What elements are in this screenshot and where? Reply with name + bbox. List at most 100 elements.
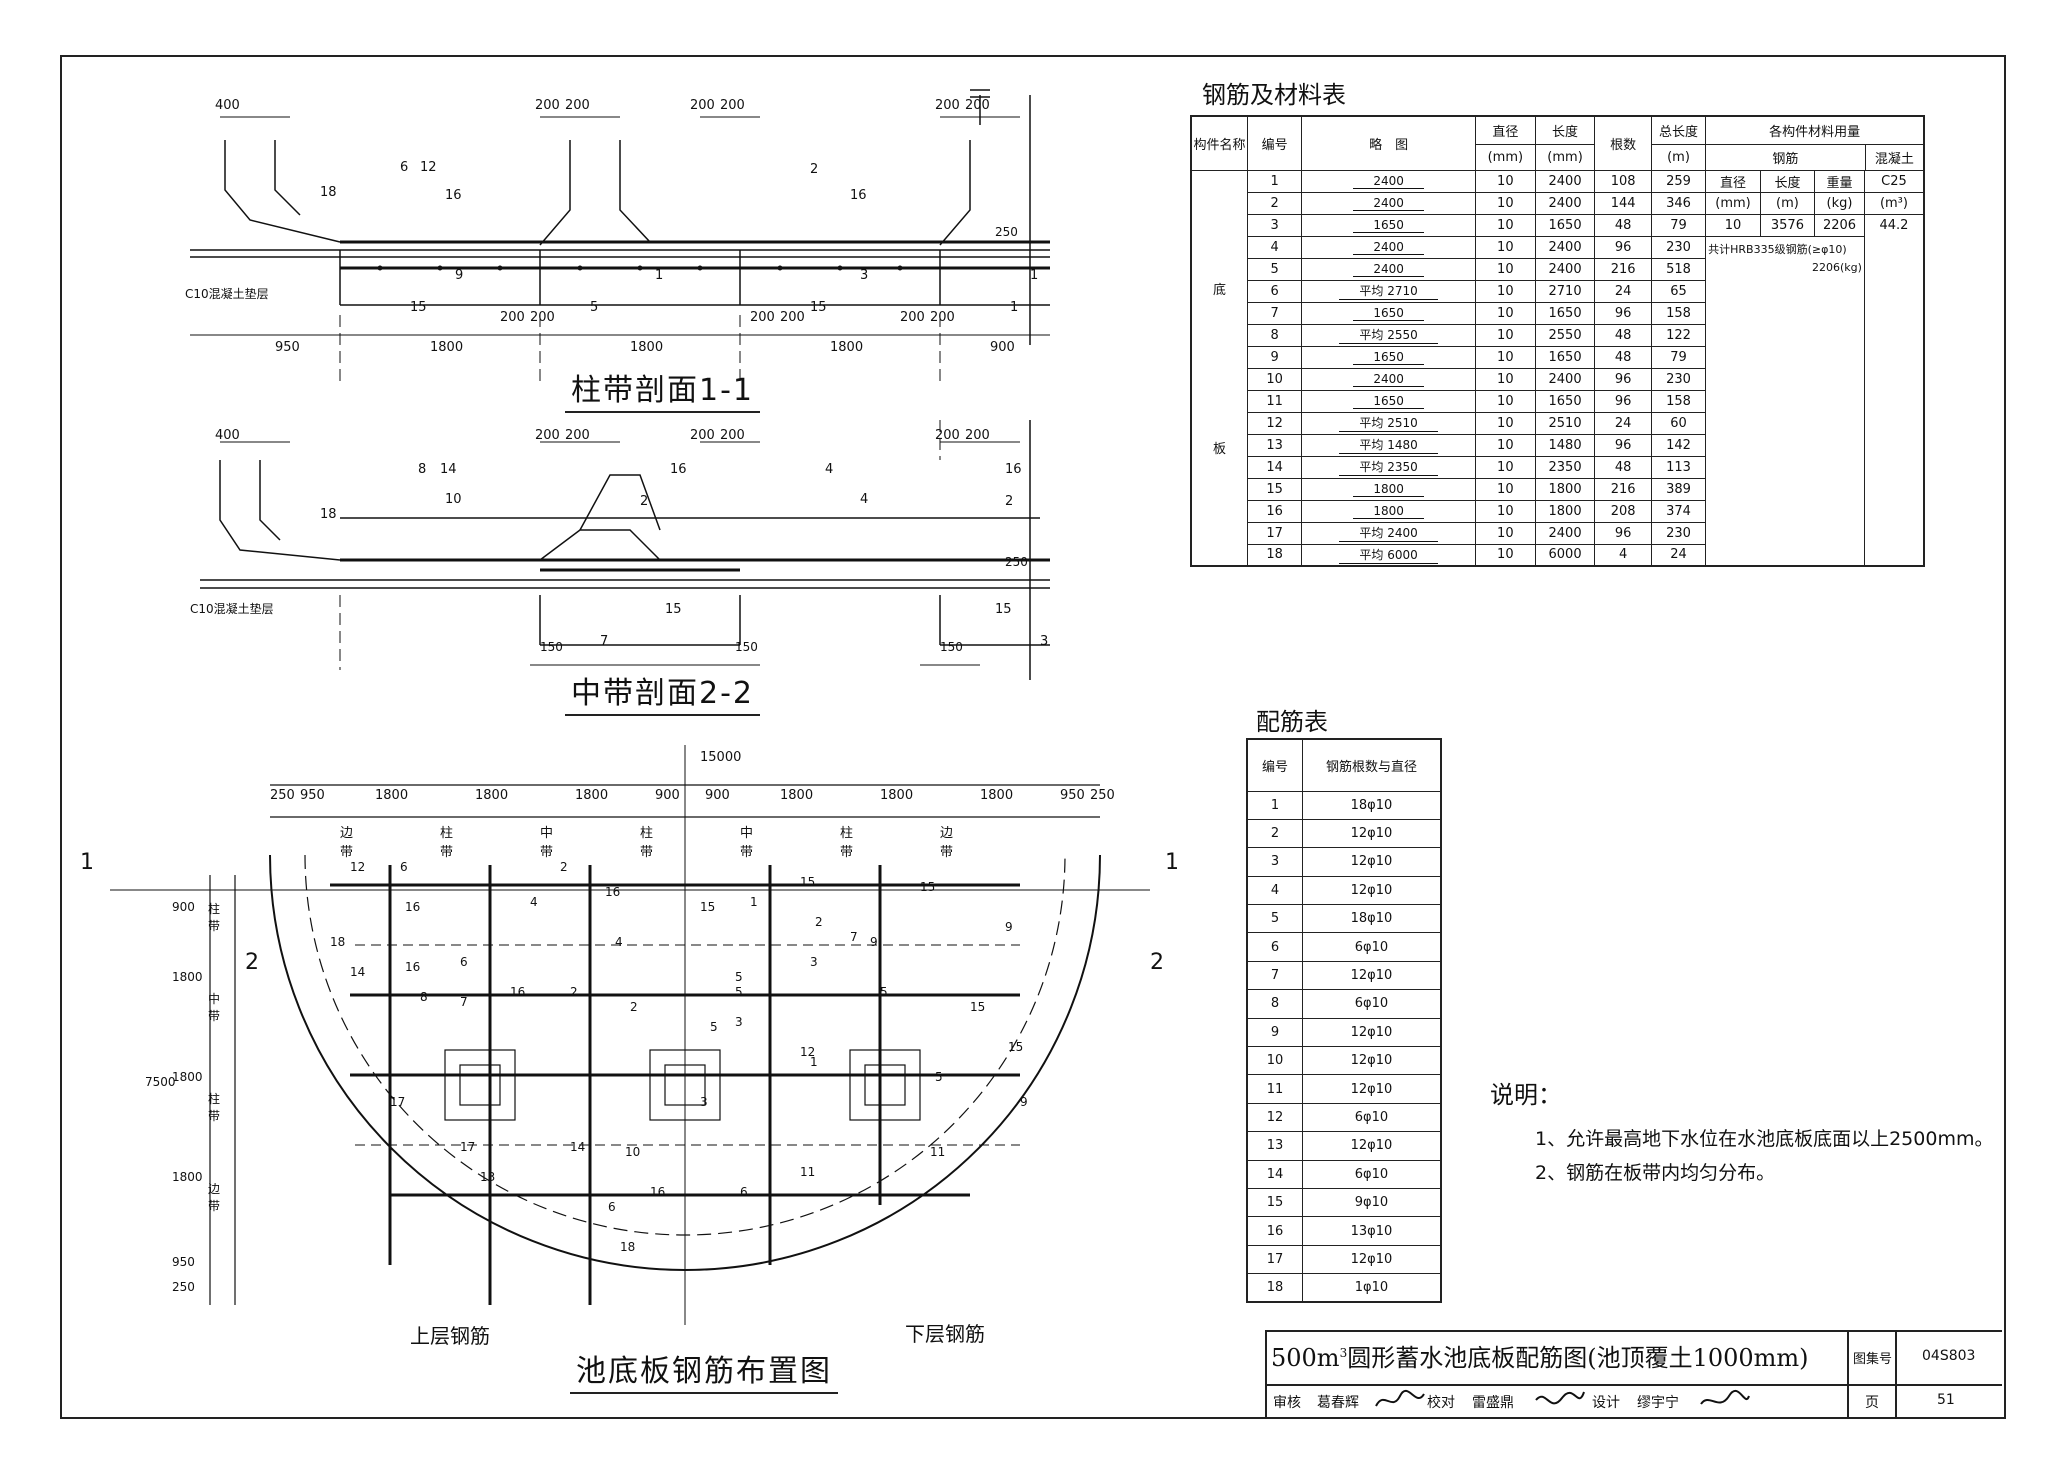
dim-label: 250 xyxy=(995,225,1018,239)
cell-total: 389 xyxy=(1650,477,1707,501)
cell-total: 230 xyxy=(1650,367,1707,391)
dim-label: 1800 xyxy=(630,340,664,355)
cell-sketch: 2400 xyxy=(1301,191,1476,215)
dim-label: 1800 xyxy=(172,1170,203,1184)
dim-label: 250 xyxy=(1090,788,1115,803)
cell-spec: 6φ10 xyxy=(1301,1102,1442,1133)
sketch-label: 2400 xyxy=(1353,240,1424,255)
cell-len: 6000 xyxy=(1534,543,1596,567)
cell-len: 2350 xyxy=(1534,455,1596,479)
member-char: 板 xyxy=(1212,441,1226,457)
cell-sketch: 2400 xyxy=(1301,257,1476,281)
cell-count: 96 xyxy=(1594,235,1652,259)
sketch-label: 2400 xyxy=(1353,174,1424,189)
band-label: 柱带 xyxy=(640,826,654,860)
cell-spec: 18φ10 xyxy=(1301,904,1442,934)
cell-no: 16 xyxy=(1246,1216,1303,1246)
plan-width-label: 15000 xyxy=(700,750,742,765)
sketch-label: 平均 1480 xyxy=(1339,436,1438,454)
cell-spec: 12φ10 xyxy=(1301,1244,1442,1275)
rebar-mark: 4 xyxy=(825,462,834,477)
header-dia: 直径 xyxy=(1474,115,1536,145)
checker: 雷盛鼎 xyxy=(1472,1395,1514,1411)
cell-dia: 10 xyxy=(1474,389,1536,413)
cell-no: 15 xyxy=(1246,1187,1303,1218)
sub-len: 长度 xyxy=(1759,170,1816,193)
cell-dia: 10 xyxy=(1474,169,1536,193)
sketch-label: 平均 6000 xyxy=(1339,546,1438,564)
band-label: 中带 xyxy=(740,826,754,860)
rebar-mark: 15 xyxy=(700,900,716,914)
sketch-label: 1650 xyxy=(1353,350,1424,365)
rebar-mark: 18 xyxy=(320,185,337,200)
dim-label: 1800 xyxy=(980,788,1014,803)
rebar-mark: 14 xyxy=(440,462,457,477)
band-label: 边带 xyxy=(208,1182,221,1213)
rebar-mark: 15 xyxy=(665,602,682,617)
sum-weight: 2206 xyxy=(1814,214,1865,237)
cell-dia: 10 xyxy=(1474,521,1536,545)
dim-label: 1800 xyxy=(172,970,203,984)
dim-label: 150 xyxy=(940,640,963,654)
dim-label: 200 xyxy=(965,428,990,443)
cell-len: 2400 xyxy=(1534,257,1596,281)
cell-sketch: 1650 xyxy=(1301,345,1476,369)
dim-label: 200 xyxy=(750,310,775,325)
cell-no: 8 xyxy=(1246,323,1303,347)
pad-label: C10混凝土垫层 xyxy=(190,602,274,616)
rebar-mark: 4 xyxy=(615,935,623,949)
rebar-mark: 9 xyxy=(1005,920,1013,934)
dim-label: 200 xyxy=(565,98,590,113)
cell-total: 24 xyxy=(1650,543,1707,567)
dim-label: 200 xyxy=(720,428,745,443)
cell-no: 13 xyxy=(1246,433,1303,457)
cell-no: 12 xyxy=(1246,1102,1303,1133)
cell-count: 96 xyxy=(1594,367,1652,391)
header-len-unit: (mm) xyxy=(1534,143,1596,171)
rebar-mark: 17 xyxy=(390,1095,406,1109)
cell-count: 96 xyxy=(1594,433,1652,457)
band-label: 柱带 xyxy=(840,826,854,860)
cell-no: 15 xyxy=(1246,477,1303,501)
cell-count: 96 xyxy=(1594,521,1652,545)
sub-dia-unit: (mm) xyxy=(1706,192,1761,215)
cell-no: 5 xyxy=(1246,904,1303,934)
sub-len-unit: (m) xyxy=(1759,192,1816,215)
cell-no: 17 xyxy=(1246,1244,1303,1275)
cell-sketch: 平均 2710 xyxy=(1301,279,1476,303)
cell-total: 122 xyxy=(1650,323,1707,347)
cell-no: 14 xyxy=(1246,455,1303,479)
cell-len: 1480 xyxy=(1534,433,1596,457)
cell-no: 4 xyxy=(1246,875,1303,906)
sub-c25: C25 xyxy=(1863,170,1923,193)
dim-label: 200 xyxy=(965,98,990,113)
cell-sketch: 1650 xyxy=(1301,389,1476,413)
cell-spec: 1φ10 xyxy=(1301,1273,1442,1303)
cell-spec: 13φ10 xyxy=(1301,1216,1442,1246)
dim-label: 200 xyxy=(935,428,960,443)
rebar-mark: 1 xyxy=(1010,300,1019,315)
header-dia-unit: (mm) xyxy=(1474,143,1536,171)
dim-label: 950 xyxy=(275,340,300,355)
rebar-mark: 3 xyxy=(735,1015,743,1029)
rebar-mark: 9 xyxy=(455,268,464,283)
rebar-mark: 10 xyxy=(625,1145,641,1159)
dim-label: 1800 xyxy=(430,340,464,355)
rebar-mark: 18 xyxy=(620,1240,636,1254)
drawing-title: 500m3圆形蓄水池底板配筋图(池顶覆土1000mm) xyxy=(1271,1338,1809,1373)
rebar-mark: 5 xyxy=(710,1020,718,1034)
cell-total: 158 xyxy=(1650,389,1707,413)
cell-dia: 10 xyxy=(1474,543,1536,567)
sub-c-unit: (m³) xyxy=(1863,192,1923,215)
rebar-mark: 3 xyxy=(810,955,818,969)
